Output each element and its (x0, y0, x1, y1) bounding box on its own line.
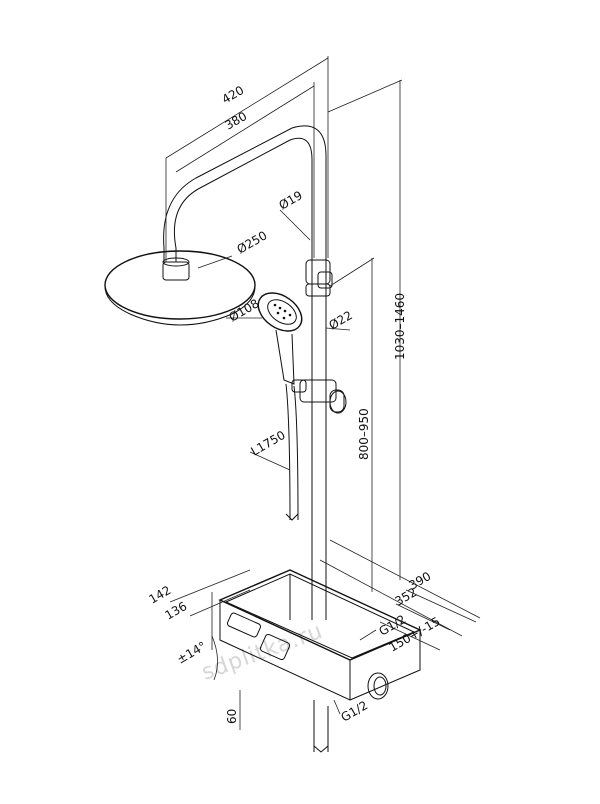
shower-hose (285, 383, 299, 521)
dimension-lines (165, 56, 481, 730)
rain-shower-head (104, 250, 256, 326)
hand-shower-slider (291, 379, 347, 414)
dim-slide-range: 800–950 (357, 408, 371, 460)
dim-side-outer: 142 (147, 583, 174, 607)
dim-width-outer: 420 (220, 83, 247, 107)
riser-bar (305, 258, 333, 620)
dim-head-dia: Ø250 (235, 228, 270, 256)
thermostat-body (218, 569, 422, 753)
dim-bottom: 60 (225, 709, 239, 724)
watermark-text: sdplitka.ru (199, 619, 327, 686)
dim-hose-len: L1750 (249, 428, 288, 459)
hand-shower (257, 292, 303, 385)
overhead-arm (163, 125, 327, 262)
dim-height-range: 1030–1460 (393, 293, 407, 360)
dim-hand-dia: Ø108 (227, 296, 262, 324)
dim-side-inner: 136 (163, 599, 190, 623)
dim-pipe-dia: Ø19 (277, 188, 305, 212)
dim-inlet-bottom: G1/2 (339, 698, 371, 724)
